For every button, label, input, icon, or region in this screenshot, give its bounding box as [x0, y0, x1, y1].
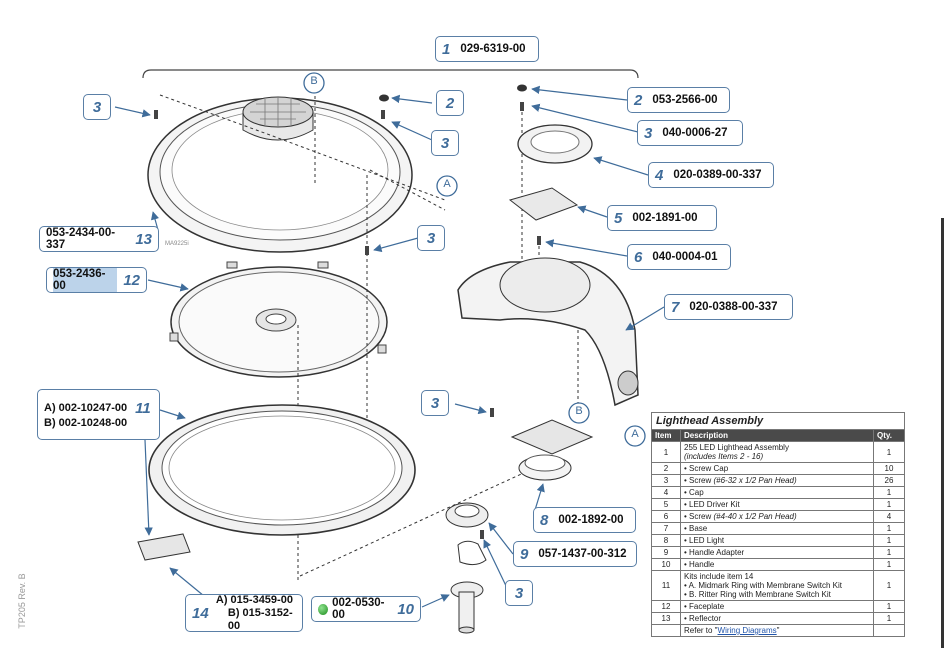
drawing-code: MA9225i [165, 241, 189, 247]
callout-item-9: 9 057-1437-00-312 [513, 541, 637, 567]
callout-part-number-b: B) 015-3152-00 [227, 606, 293, 632]
leader-lines [114, 85, 665, 608]
callout-part-number: 020-0389-00-337 [673, 169, 762, 181]
callout-item-5: 5 002-1891-00 [607, 205, 717, 231]
callout-item-3-bottom: 3 [505, 580, 533, 606]
callout-part-number: 002-0530-00 [332, 597, 385, 621]
callout-number: 2 [445, 94, 455, 112]
callout-item-3-left: 3 [83, 94, 111, 120]
callout-part-number-b: B) 002-10248-00 [44, 416, 128, 429]
callout-number: 6 [634, 248, 643, 266]
table-row: 6 • Screw (#4-40 x 1/2 Pan Head) 4 [651, 510, 905, 523]
table-row: 4 • Cap 1 [651, 486, 905, 499]
callout-number: 4 [655, 166, 664, 184]
led-light-part [510, 419, 594, 481]
callout-part-number: 029-6319-00 [460, 43, 526, 55]
faceplate-part [169, 261, 388, 378]
callout-part-number: 040-0004-01 [652, 251, 718, 263]
wiring-diagrams-link[interactable]: Wiring Diagrams [717, 626, 777, 635]
callout-number: 3 [430, 394, 440, 412]
table-row: 5 • LED Driver Kit 1 [651, 498, 905, 511]
marker-a-bottom: A [631, 428, 639, 440]
callout-number: 12 [123, 271, 140, 289]
callout-part-number: 002-1891-00 [632, 212, 698, 224]
callout-part-number: 002-1892-00 [558, 514, 624, 526]
green-dot-icon [318, 603, 329, 615]
screw-parts [154, 84, 541, 539]
callout-item-4: 4 020-0389-00-337 [648, 162, 774, 188]
led-driver-part [508, 187, 579, 221]
callout-number: 3 [426, 229, 436, 247]
handle-parts [445, 502, 489, 634]
callout-number: 1 [442, 40, 451, 58]
table-row: 9 • Handle Adapter 1 [651, 546, 905, 559]
callout-number: 13 [135, 230, 152, 248]
table-row: 1 255 LED Lighthead Assembly(includes It… [651, 441, 905, 463]
callout-item-8: 8 002-1892-00 [533, 507, 636, 533]
callout-item-12: 053-2436-00 12 [46, 267, 147, 293]
ring-part [148, 404, 416, 536]
table-row: 13 • Reflector 1 [651, 612, 905, 625]
callout-item-3-center: 3 [431, 130, 459, 156]
callout-item-3-right: 3 040-0006-27 [637, 120, 743, 146]
revision-label: TP205 Rev. B [17, 573, 27, 629]
callout-number: 3 [514, 584, 524, 602]
callout-item-2-center: 2 [436, 90, 464, 116]
callout-item-10: 002-0530-00 10 [311, 596, 421, 622]
callout-part-number: 053-2436-00 [53, 268, 118, 292]
callout-number: 11 [135, 399, 151, 417]
callout-item-14: 14 A) 015-3459-00 B) 015-3152-00 [185, 594, 303, 632]
marker-a-top: A [443, 178, 451, 190]
table-row: 11 Kits include item 14• A. Midmark Ring… [651, 570, 905, 601]
callout-part-number: 053-2566-00 [652, 94, 718, 106]
callout-item-1: 1 029-6319-00 [435, 36, 539, 62]
callout-item-13: 053-2434-00-337 13 [39, 226, 159, 252]
col-header-description: Description [680, 429, 874, 442]
table-row: 8 • LED Light 1 [651, 534, 905, 547]
table-title: Lighthead Assembly [651, 412, 905, 430]
table-row: 12 • Faceplate 1 [651, 600, 905, 613]
callout-number: 2 [634, 91, 643, 109]
table-row: 10 • Handle 1 [651, 558, 905, 571]
reflector-part [147, 96, 413, 253]
callout-number: 5 [614, 209, 623, 227]
callout-number: 7 [671, 298, 680, 316]
table-footer-row: Refer to "Wiring Diagrams" [651, 624, 905, 637]
callout-part-number-a: A) 002-10247-00 [44, 401, 128, 414]
callout-item-2-right: 2 053-2566-00 [627, 87, 730, 113]
callout-part-number: 020-0388-00-337 [689, 301, 778, 313]
membrane-switch-part [137, 533, 191, 561]
callout-number: 14 [192, 604, 209, 622]
marker-circles [303, 72, 646, 447]
callout-part-number-a: A) 015-3459-00 [215, 593, 293, 606]
base-part [457, 257, 639, 407]
page-edge-bar [941, 218, 944, 648]
callout-number: 3 [644, 124, 653, 142]
marker-b-top: B [310, 75, 318, 87]
assembly-bracket [142, 69, 639, 79]
table-row: 7 • Base 1 [651, 522, 905, 535]
callout-number: 3 [440, 134, 450, 152]
callout-number: 10 [397, 600, 415, 618]
table-row: 3 • Screw (#6-32 x 1/2 Pan Head) 26 [651, 474, 905, 487]
col-header-item: Item [651, 429, 681, 442]
callout-item-3-lower: 3 [421, 390, 449, 416]
col-header-qty: Qty. [873, 429, 905, 442]
callout-number: 3 [92, 98, 102, 116]
parts-table: Lighthead Assembly Item Description Qty.… [651, 412, 905, 637]
callout-item-3-face: 3 [417, 225, 445, 251]
callout-part-number: 057-1437-00-312 [538, 548, 627, 560]
callout-number: 8 [540, 511, 549, 529]
callout-item-6: 6 040-0004-01 [627, 244, 731, 270]
table-row: 2 • Screw Cap 10 [651, 462, 905, 475]
callout-number: 9 [520, 545, 529, 563]
callout-item-7: 7 020-0388-00-337 [664, 294, 793, 320]
marker-b-bottom: B [575, 405, 583, 417]
callout-part-number: 053-2434-00-337 [46, 227, 116, 251]
callout-item-11: A) 002-10247-00 11 B) 002-10248-00 [37, 389, 160, 440]
callout-part-number: 040-0006-27 [662, 127, 728, 139]
cap-part [517, 124, 593, 164]
